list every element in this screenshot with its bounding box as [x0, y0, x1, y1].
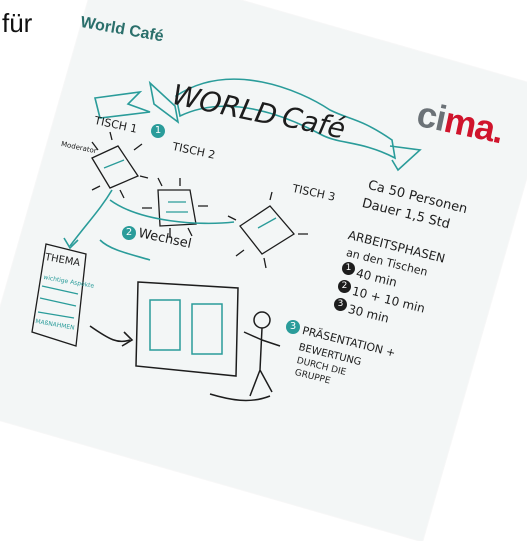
table-3-icon: [227, 191, 308, 269]
step-1-badge: 1: [151, 124, 165, 138]
banner: [94, 78, 422, 172]
phase-1-badge: 1: [342, 262, 355, 275]
arrow-to-board: [89, 325, 134, 347]
phase-2-badge: 2: [338, 280, 351, 293]
leading-text: für: [2, 8, 33, 38]
step-2-badge: 2: [122, 226, 136, 240]
phase-3-badge: 3: [334, 298, 347, 311]
step-3-badge: 3: [286, 320, 300, 334]
presentation-board: [135, 281, 281, 402]
diagram-drawing: [31, 78, 422, 402]
table-2-icon: [142, 177, 208, 238]
table-1-icon: [91, 131, 149, 199]
theme-sheet: [31, 243, 87, 347]
arrows: [63, 189, 235, 261]
